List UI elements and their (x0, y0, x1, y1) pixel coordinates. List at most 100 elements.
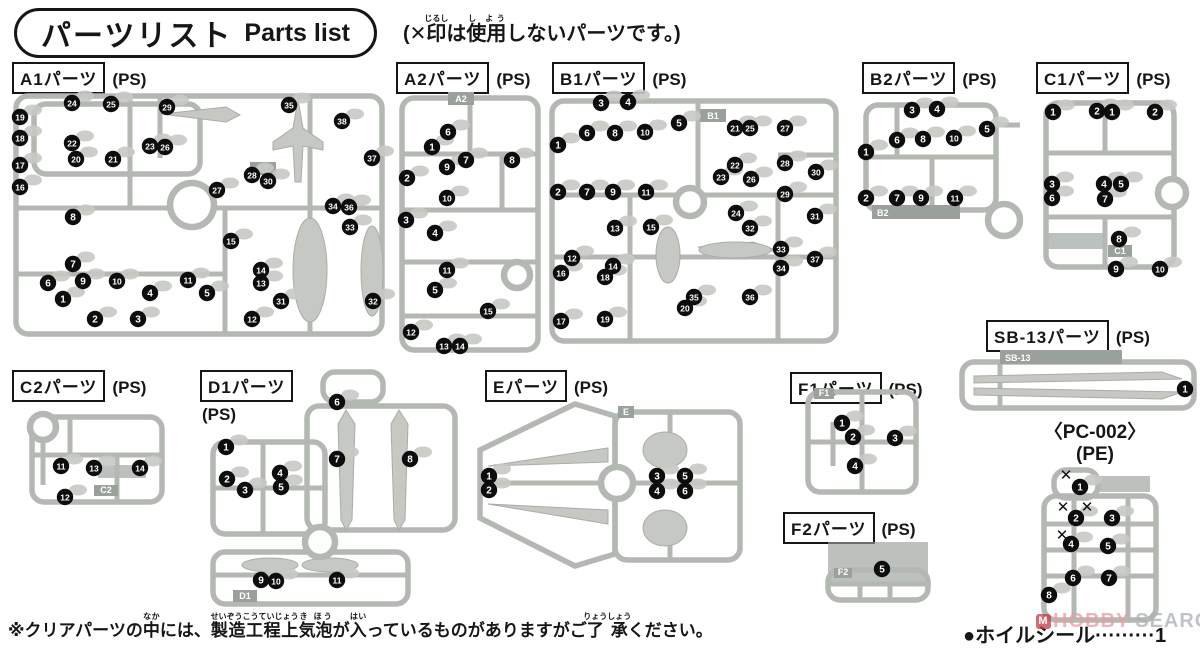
svg-text:12: 12 (406, 327, 416, 337)
sprue-material-A2: (PS) (496, 70, 531, 89)
part-number-badge: 7 (888, 189, 906, 207)
svg-text:7: 7 (463, 155, 469, 166)
svg-text:5: 5 (682, 471, 688, 482)
svg-text:4: 4 (1068, 539, 1074, 550)
sprue-material-F2: (PS) (881, 520, 916, 539)
part-number-badge: 21 (726, 119, 744, 137)
part-number-badge: 11 (328, 571, 346, 589)
part-number-badge: 21 (104, 150, 122, 168)
svg-text:B2: B2 (877, 208, 889, 218)
svg-text:F1: F1 (819, 388, 830, 398)
sprue-label-B2: B2パーツ(PS) (862, 62, 996, 94)
svg-text:29: 29 (780, 189, 790, 199)
part-number-badge: 18 (596, 268, 614, 286)
part-number-badge: 7 (578, 183, 596, 201)
svg-text:23: 23 (145, 141, 155, 151)
part-number-badge: 1 (833, 414, 851, 432)
svg-text:5: 5 (1105, 541, 1111, 552)
svg-text:3: 3 (654, 471, 660, 482)
svg-text:29: 29 (162, 102, 172, 112)
part-number-badge: 3 (236, 481, 254, 499)
svg-text:8: 8 (612, 128, 618, 139)
svg-text:3: 3 (598, 98, 604, 109)
svg-text:17: 17 (556, 316, 566, 326)
part-number-badge: 16 (552, 264, 570, 282)
svg-text:8: 8 (407, 454, 413, 465)
part-number-badge: 35 (280, 96, 298, 114)
svg-text:1: 1 (60, 294, 66, 305)
sprue-label-box-B1: B1パーツ (552, 62, 646, 94)
part-number-badge: 8 (914, 130, 932, 148)
svg-text:6: 6 (1049, 193, 1055, 204)
part-number-badge: 4 (846, 457, 864, 475)
part-number-badge: 12 (402, 323, 420, 341)
part-number-badge: 1 (1071, 478, 1089, 496)
svg-text:1: 1 (555, 140, 561, 151)
sprue-label-box-A2: A2パーツ (396, 62, 490, 94)
part-number-badge: 6 (439, 123, 457, 141)
part-number-badge: 7 (64, 255, 82, 273)
svg-text:32: 32 (368, 296, 378, 306)
part-number-badge: 37 (806, 250, 824, 268)
svg-text:1: 1 (223, 442, 229, 453)
part-number-badge: 1 (1044, 103, 1062, 121)
part-number-badge: 8 (1040, 586, 1058, 604)
part-number-badge: 26 (742, 170, 760, 188)
svg-text:5: 5 (676, 118, 682, 129)
unused-parts-note: (✕印じるしは使用し ようしないパーツです。) (403, 14, 681, 45)
svg-text:12: 12 (567, 253, 577, 263)
part-number-badge: 4 (1095, 175, 1113, 193)
svg-text:3: 3 (892, 433, 898, 444)
svg-text:6: 6 (334, 397, 340, 408)
svg-text:1: 1 (486, 471, 492, 482)
svg-text:9: 9 (258, 575, 264, 586)
svg-text:32: 32 (745, 223, 755, 233)
part-number-badge: 6 (1064, 569, 1082, 587)
svg-text:33: 33 (345, 222, 355, 232)
part-number-badge: 31 (272, 292, 290, 310)
part-number-badge: 9 (74, 272, 92, 290)
part-number-badge: 15 (642, 218, 660, 236)
part-number-badge: 1 (1103, 103, 1121, 121)
svg-text:34: 34 (776, 263, 786, 273)
part-number-badge: 34 (324, 197, 342, 215)
svg-text:4: 4 (1101, 179, 1107, 190)
sprue-label-box-E: Eパーツ (485, 370, 567, 402)
svg-text:38: 38 (337, 116, 347, 126)
part-number-badge: 5 (676, 467, 694, 485)
part-number-badge: 3 (886, 429, 904, 447)
part-number-badge: 12 (243, 310, 261, 328)
svg-text:14: 14 (256, 265, 266, 275)
svg-text:6: 6 (1070, 573, 1076, 584)
part-number-badge: 1 (480, 467, 498, 485)
sprue-material-SB-13: (PS) (1115, 328, 1150, 347)
part-number-badge: 8 (606, 124, 624, 142)
svg-text:13: 13 (439, 341, 449, 351)
svg-text:26: 26 (160, 142, 170, 152)
part-number-badge: 5 (670, 114, 688, 132)
sprue-material-D1: (PS) (202, 405, 236, 424)
svg-text:3: 3 (135, 314, 141, 325)
part-number-badge: 1 (549, 136, 567, 154)
unused-part-x-mark: ✕ (1060, 467, 1073, 484)
hobby-search-logo-icon: M (1036, 614, 1051, 629)
part-number-badge: 2 (480, 481, 498, 499)
svg-text:2: 2 (92, 314, 98, 325)
part-number-badge: 11 (946, 189, 964, 207)
part-number-badge: 6 (676, 482, 694, 500)
part-number-badge: 15 (222, 232, 240, 250)
part-number-badge: 14 (451, 337, 469, 355)
part-number-badge: 3 (1103, 509, 1121, 527)
part-number-badge: 13 (435, 337, 453, 355)
svg-text:13: 13 (256, 278, 266, 288)
sprue-label-F2: F2パーツ(PS) (783, 512, 916, 544)
part-number-badge: 5 (426, 281, 444, 299)
svg-text:2: 2 (1152, 107, 1158, 118)
foil-seal-dots: ········· (1095, 625, 1156, 647)
svg-text:35: 35 (689, 292, 699, 302)
part-number-badge: 8 (64, 208, 82, 226)
part-number-badge: 10 (267, 572, 285, 590)
